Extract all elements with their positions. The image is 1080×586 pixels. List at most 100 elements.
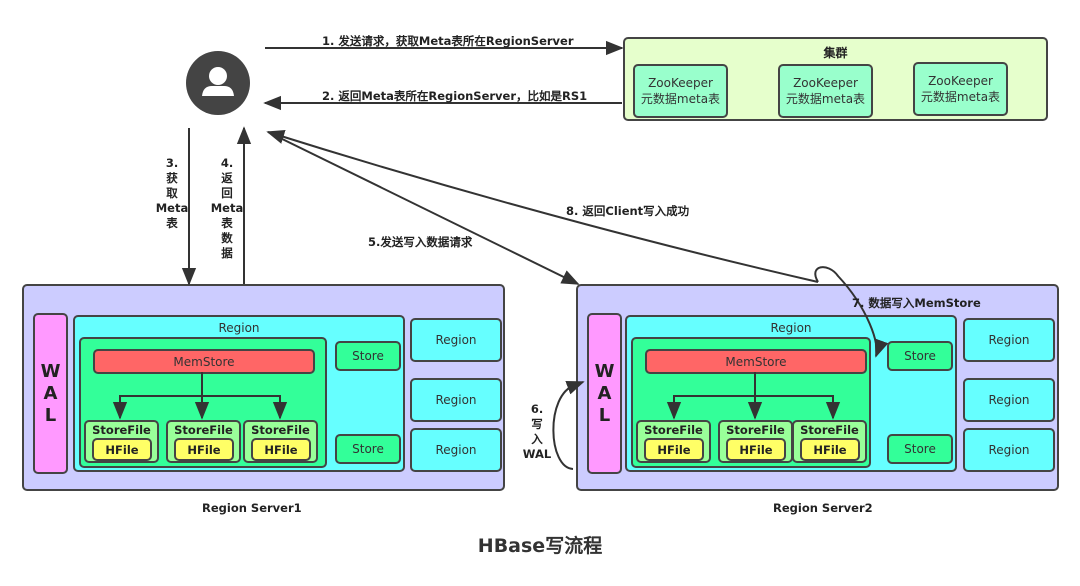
storefile-label: StoreFile: [644, 423, 703, 437]
wal-letter: W: [594, 360, 615, 382]
store-box: MemStore StoreFile HFile StoreFile HFile…: [631, 337, 871, 468]
region-label: Region: [988, 333, 1030, 347]
step-4-text: 回: [221, 186, 233, 200]
side-region: Region: [963, 428, 1055, 472]
step-4-label: 4. 返 回 Meta 表 数 据: [210, 156, 244, 261]
region-server-1: W A L Region MemStore StoreFile HFile St…: [22, 284, 505, 491]
side-region: Region: [410, 428, 502, 472]
store-box: MemStore StoreFile HFile StoreFile HFile…: [79, 337, 327, 468]
hfile-box: HFile: [251, 438, 311, 461]
step-7-label: 7. 数据写入MemStore: [852, 296, 981, 310]
step-6-text: WAL: [522, 447, 552, 461]
step-4-text: 返: [221, 171, 233, 185]
zookeeper-node: ZooKeeper 元数据meta表: [913, 62, 1008, 116]
region-server-2: W A L Region MemStore StoreFile HFile St…: [576, 284, 1059, 491]
storefile-box: StoreFile HFile: [718, 420, 793, 463]
hfile-label: HFile: [813, 442, 847, 457]
step-1-label: 1. 发送请求，获取Meta表所在RegionServer: [322, 34, 574, 48]
region-box: Region MemStore StoreFile HFile StoreFil…: [73, 315, 405, 472]
region-label: Region: [435, 443, 477, 457]
side-region: Region: [963, 378, 1055, 422]
hfile-label: HFile: [739, 442, 773, 457]
step-8-label: 8. 返回Client写入成功: [566, 204, 690, 218]
storefile-label: StoreFile: [800, 423, 859, 437]
store-box-small: Store: [887, 341, 953, 371]
hfile-label: HFile: [657, 442, 691, 457]
cluster-box: 集群 ZooKeeper 元数据meta表 ZooKeeper 元数据meta表…: [623, 37, 1048, 121]
client-avatar: [186, 51, 250, 115]
hfile-box: HFile: [726, 438, 786, 461]
zk-name: ZooKeeper: [648, 76, 713, 90]
step-3-label: 3. 获 取 Meta 表: [155, 156, 189, 231]
side-region: Region: [410, 318, 502, 362]
storefile-label: StoreFile: [174, 423, 233, 437]
step-6-text: 写: [531, 417, 543, 431]
memstore-label: MemStore: [725, 354, 787, 369]
cluster-title: 集群: [823, 46, 848, 60]
zookeeper-node: ZooKeeper 元数据meta表: [633, 64, 728, 118]
region-label: Region: [435, 333, 477, 347]
wal-box: W A L: [33, 313, 68, 474]
side-region: Region: [410, 378, 502, 422]
step-4-text: 表: [221, 216, 233, 230]
zk-name: ZooKeeper: [793, 76, 858, 90]
hfile-box: HFile: [644, 438, 704, 461]
hfile-box: HFile: [174, 438, 234, 461]
store-box-small: Store: [887, 434, 953, 464]
region-label: Region: [988, 393, 1030, 407]
storefile-label: StoreFile: [251, 423, 310, 437]
step-6-label: 6. 写 入 WAL: [520, 402, 554, 462]
zk-desc: 元数据meta表: [920, 90, 1001, 104]
zookeeper-node: ZooKeeper 元数据meta表: [778, 64, 873, 118]
store-label: Store: [352, 442, 384, 456]
region-server-1-label: Region Server1: [202, 501, 302, 515]
region-title: Region: [770, 321, 812, 335]
step-6-text: 入: [531, 432, 543, 446]
region-label: Region: [988, 443, 1030, 457]
store-box-small: Store: [335, 341, 401, 371]
hfile-label: HFile: [264, 442, 298, 457]
step-4-text: 4.: [220, 156, 234, 170]
step-6-text: 6.: [530, 402, 544, 416]
store-label: Store: [904, 442, 936, 456]
user-icon: [186, 51, 250, 115]
storefile-label: StoreFile: [726, 423, 785, 437]
arrow-step-8: [266, 129, 819, 283]
memstore-label: MemStore: [173, 354, 235, 369]
step-3-text: 3.: [165, 156, 179, 170]
side-region: Region: [963, 318, 1055, 362]
diagram-title: HBase写流程: [477, 535, 603, 557]
store-box-small: Store: [335, 434, 401, 464]
zk-desc: 元数据meta表: [785, 92, 866, 106]
hfile-label: HFile: [187, 442, 221, 457]
step-4-text: 据: [221, 246, 233, 260]
storefile-box: StoreFile HFile: [243, 420, 318, 463]
region-label: Region: [435, 393, 477, 407]
zk-name: ZooKeeper: [928, 74, 993, 88]
memstore-box: MemStore: [645, 349, 867, 374]
step-2-label: 2. 返回Meta表所在RegionServer，比如是RS1: [322, 89, 588, 103]
storefile-box: StoreFile HFile: [166, 420, 241, 463]
memstore-box: MemStore: [93, 349, 315, 374]
step-5-label: 5.发送写入数据请求: [368, 235, 473, 249]
step-3-text: Meta: [155, 201, 189, 215]
region-title: Region: [218, 321, 260, 335]
step-4-text: 数: [221, 231, 233, 245]
step-3-text: 表: [166, 216, 178, 230]
wal-letter: L: [44, 404, 57, 426]
wal-letter: A: [597, 382, 612, 404]
step-3-text: 获: [166, 171, 178, 185]
hfile-label: HFile: [105, 442, 139, 457]
storefile-box: StoreFile HFile: [792, 420, 867, 463]
region-server-2-label: Region Server2: [773, 501, 873, 515]
zk-desc: 元数据meta表: [640, 92, 721, 106]
wal-letter: A: [43, 382, 58, 404]
store-label: Store: [904, 349, 936, 363]
hfile-box: HFile: [800, 438, 860, 461]
arrow-step-5: [271, 133, 580, 285]
storefile-label: StoreFile: [92, 423, 151, 437]
storefile-box: StoreFile HFile: [84, 420, 159, 463]
wal-box: W A L: [587, 313, 622, 474]
store-label: Store: [352, 349, 384, 363]
step-4-text: Meta: [210, 201, 244, 215]
